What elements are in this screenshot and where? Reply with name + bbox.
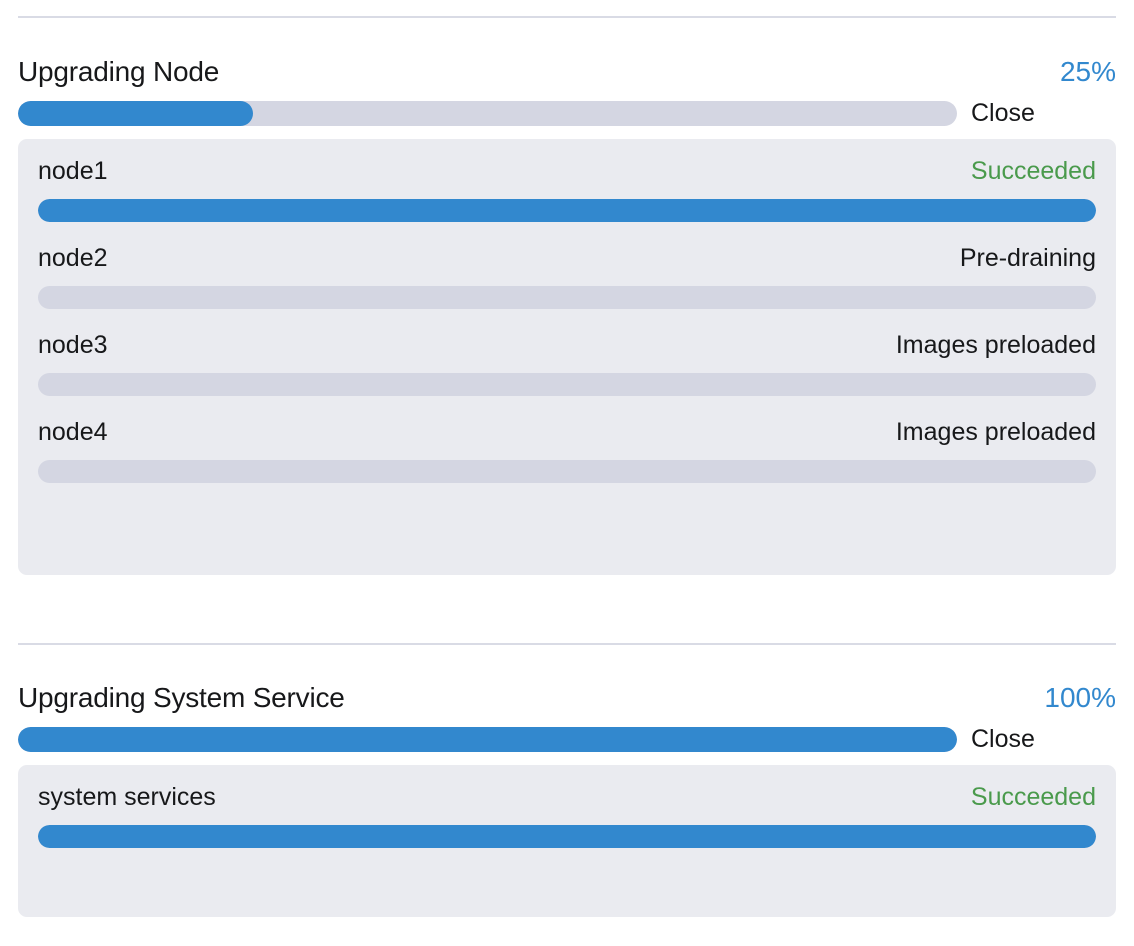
node-name: node3 [38,331,108,359]
node-name: node4 [38,418,108,446]
node-progress-bar [38,286,1096,309]
node-list-card: node1 Succeeded node2 Pre-draining n [18,139,1116,575]
node-row-header: system services Succeeded [38,783,1096,817]
service-progress-bar [38,825,1096,848]
node-progress-bar [38,373,1096,396]
status-badge: Images preloaded [895,418,1096,446]
node-progress-bar [38,199,1096,222]
progress-bar-node [18,100,957,126]
progress-row-system: Close [18,722,1116,756]
close-button-node[interactable]: Close [971,99,1035,127]
node-progress-bar [38,460,1096,483]
status-badge: Succeeded [970,157,1096,185]
list-item: node2 Pre-draining [38,244,1096,309]
progress-percent-system: 100% [1044,682,1116,713]
section-upgrading-system-service: Upgrading System Service 100% Close syst… [0,678,1134,917]
progress-bar-system-fill [18,726,957,752]
progress-row-node: Close [18,96,1116,130]
node-row-header: node1 Succeeded [38,157,1096,191]
service-name: system services [38,783,216,811]
node-progress-bar-fill [38,199,1096,222]
section-header-node: Upgrading Node 25% [18,52,1116,96]
progress-bar-node-fill [18,100,253,126]
node-row-header: node3 Images preloaded [38,331,1096,365]
progress-bar-system [18,726,957,752]
node-name: node2 [38,244,108,272]
divider-top [18,16,1116,18]
status-badge: Succeeded [970,783,1096,811]
section-header-system: Upgrading System Service 100% [18,678,1116,722]
list-item: node1 Succeeded [38,157,1096,222]
list-item: system services Succeeded [38,783,1096,848]
close-button-system[interactable]: Close [971,725,1035,753]
progress-percent-node: 25% [1059,56,1116,87]
system-service-list-card: system services Succeeded [18,765,1116,917]
page-title-upgrading-node: Upgrading Node [18,56,220,87]
node-row-header: node2 Pre-draining [38,244,1096,278]
service-progress-bar-fill [38,825,1096,848]
list-item: node3 Images preloaded [38,331,1096,396]
status-badge: Images preloaded [895,331,1096,359]
list-item: node4 Images preloaded [38,418,1096,483]
section-upgrading-node: Upgrading Node 25% Close node1 Succeeded [0,52,1134,575]
node-row-header: node4 Images preloaded [38,418,1096,452]
node-name: node1 [38,157,108,185]
divider-middle [18,643,1116,645]
status-badge: Pre-draining [959,244,1096,272]
page-title-upgrading-system-service: Upgrading System Service [18,682,345,713]
